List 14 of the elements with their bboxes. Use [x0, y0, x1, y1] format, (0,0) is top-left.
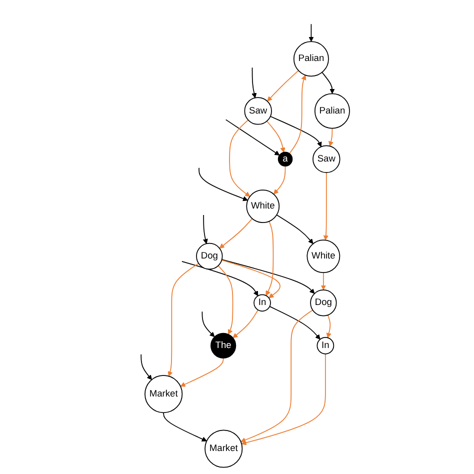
word-node: The: [210, 332, 237, 358]
word-node: Dog: [310, 290, 338, 316]
word-node: White: [246, 190, 280, 223]
word-node: Market: [144, 375, 183, 414]
word-node: Saw: [312, 145, 341, 173]
word-node: In: [317, 336, 335, 354]
word-node: Dog: [196, 242, 224, 270]
word-node: Palian: [294, 41, 330, 77]
word-node: Palian: [314, 93, 350, 129]
word-node: Saw: [244, 97, 272, 125]
word-node: a: [278, 152, 294, 167]
word-node: Market: [204, 430, 244, 468]
word-node: White: [307, 240, 341, 273]
word-node: In: [254, 294, 272, 312]
